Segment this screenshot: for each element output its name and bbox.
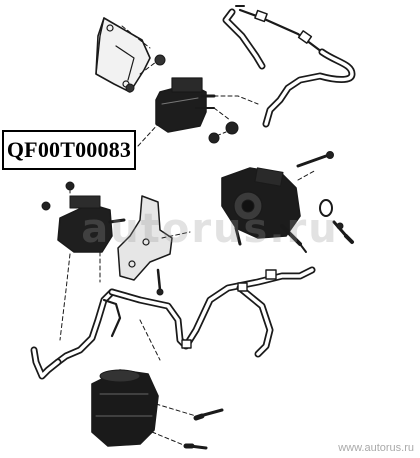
upper-nuts [125,54,239,144]
solenoid-valve [155,77,259,133]
middle-bracket [117,195,191,296]
leader-lines [137,121,161,147]
pump-bolt [332,220,354,244]
upper-bracket-assembly [95,17,157,93]
footer-url: www.autorus.ru [338,442,414,454]
lower-vacuum-hoses [30,251,316,380]
reservoir-bolts [183,408,224,450]
o-ring [319,199,333,217]
vacuum-reservoir [91,369,197,447]
upper-vacuum-hose [222,5,356,128]
part-number-label: QF00T00083 [2,130,136,170]
vacuum-pump [221,151,334,253]
left-actuator [41,181,126,253]
